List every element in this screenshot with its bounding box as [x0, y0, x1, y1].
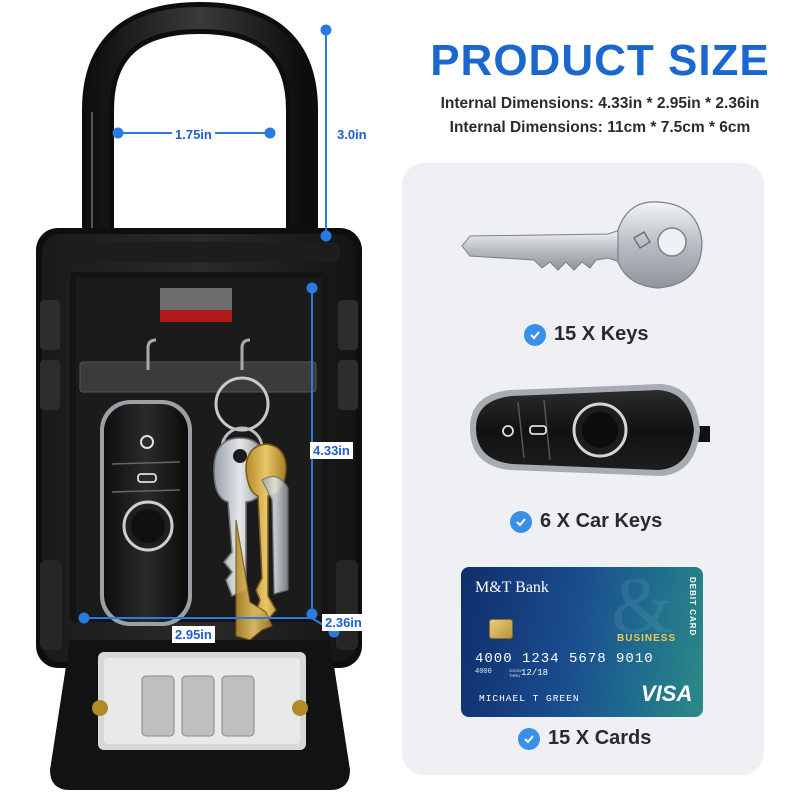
inner-width-label: 2.95in [172, 626, 215, 643]
key-lock-box-illustration [36, 1, 362, 790]
card-good-thru: GOOD THRU [509, 668, 522, 678]
card-number-small: 4000 [475, 668, 492, 676]
card-number: 4000 1234 5678 9010 [475, 651, 654, 667]
car-key-fob [100, 400, 192, 626]
card-network: VISA [641, 681, 693, 706]
capacity-cards: 15 X Cards [518, 727, 651, 750]
card-watermark: & [611, 567, 674, 650]
card-expiry: 12/18 [521, 668, 549, 678]
shackle-height-label: 3.0in [334, 126, 370, 143]
capacity-cards-label: 15 X Cards [548, 727, 652, 749]
check-icon [518, 727, 540, 750]
shackle [82, 1, 318, 240]
inner-depth-label: 2.36in [322, 614, 365, 631]
card-chip-icon [489, 619, 513, 639]
debit-card-illustration: & M&T Bank DEBIT CARD BUSINESS 4000 1234… [461, 567, 703, 717]
card-holder: MICHAEL T GREEN [479, 693, 580, 704]
capacity-keys-label: 15 X Keys [554, 323, 649, 345]
spec-metric: Internal Dimensions: 11cm * 7.5cm * 6cm [449, 119, 751, 136]
capacity-car-keys-label: 6 X Car Keys [540, 510, 663, 532]
inner-height-label: 4.33in [310, 442, 353, 459]
capacity-car-keys: 6 X Car Keys [510, 510, 662, 533]
house-key-illustration [461, 201, 703, 289]
check-icon [524, 323, 546, 346]
card-type: BUSINESS [617, 633, 677, 644]
keys-bundle [213, 437, 289, 641]
card-bank-name: M&T Bank [475, 579, 549, 596]
shackle-width-label: 1.75in [172, 126, 215, 143]
capacity-keys: 15 X Keys [524, 323, 649, 346]
lock-lid [50, 640, 350, 790]
check-icon [510, 510, 532, 533]
page-title: PRODUCT SIZE [430, 36, 770, 85]
car-key-illustration [470, 384, 710, 476]
spec-imperial: Internal Dimensions: 4.33in * 2.95in * 2… [440, 95, 760, 112]
card-side-text: DEBIT CARD [688, 577, 697, 637]
